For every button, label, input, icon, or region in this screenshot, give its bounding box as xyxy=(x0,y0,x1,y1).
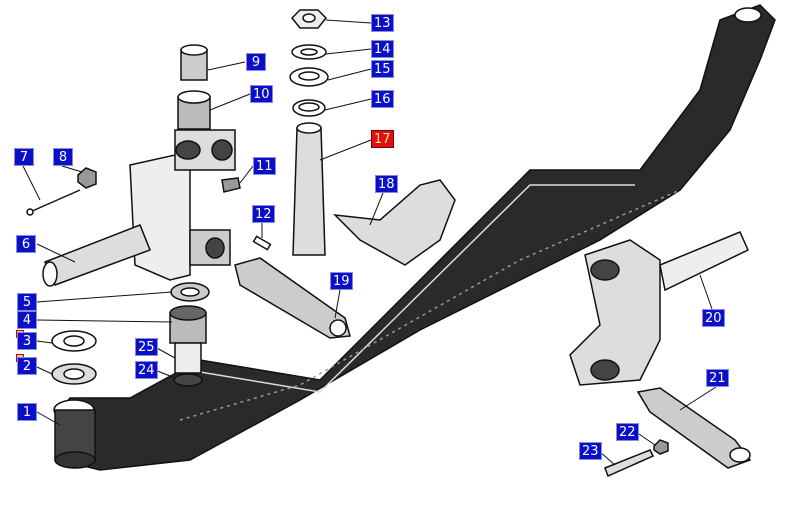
callout-21[interactable]: 21 xyxy=(706,369,729,387)
callout-12[interactable]: 12 xyxy=(252,205,275,223)
callout-11[interactable]: 11 xyxy=(253,157,276,175)
callout-13[interactable]: 13 xyxy=(371,14,394,32)
callout-22[interactable]: 22 xyxy=(616,423,639,441)
callout-5[interactable]: 5 xyxy=(17,293,37,311)
axle-eye-right xyxy=(734,7,762,23)
tie-rod-arm-21 xyxy=(636,387,752,469)
callout-17-highlighted[interactable]: 17 xyxy=(371,130,394,148)
steering-knuckle-left xyxy=(129,154,191,281)
key-12 xyxy=(252,235,272,251)
callout-8[interactable]: 8 xyxy=(53,148,73,166)
callout-3[interactable]: 3 xyxy=(17,332,37,350)
callout-16[interactable]: 16 xyxy=(371,90,394,108)
callout-10[interactable]: 10 xyxy=(250,85,273,103)
callout-18[interactable]: 18 xyxy=(375,175,398,193)
cotter-pin-7 xyxy=(29,189,81,213)
kingpin-17 xyxy=(292,127,326,256)
axle-beam xyxy=(59,4,776,471)
callout-9[interactable]: 9 xyxy=(246,53,266,71)
callout-24[interactable]: 24 xyxy=(135,361,158,379)
callout-23[interactable]: 23 xyxy=(579,442,602,460)
callout-25[interactable]: 25 xyxy=(135,338,158,356)
bolt-23 xyxy=(604,449,655,478)
callout-6[interactable]: 6 xyxy=(16,235,36,253)
castle-nut-8 xyxy=(77,167,97,189)
grease-nipple-11 xyxy=(221,177,241,193)
leader-lines xyxy=(22,19,717,466)
callout-19[interactable]: 19 xyxy=(330,272,353,290)
callout-1[interactable]: 1 xyxy=(17,403,37,421)
callout-15[interactable]: 15 xyxy=(371,60,394,78)
sleeve-25 xyxy=(174,342,202,374)
nut-22 xyxy=(653,439,669,455)
callout-20[interactable]: 20 xyxy=(702,309,725,327)
steering-arm-19 xyxy=(234,257,351,339)
callout-2[interactable]: 2 xyxy=(17,357,37,375)
callout-14[interactable]: 14 xyxy=(371,40,394,58)
steering-arm-18 xyxy=(332,179,456,266)
seal-24 xyxy=(173,373,203,387)
bushing-10 xyxy=(177,96,211,130)
callout-4[interactable]: 4 xyxy=(17,311,37,329)
steering-knuckle-right xyxy=(569,239,661,386)
callout-7[interactable]: 7 xyxy=(14,148,34,166)
